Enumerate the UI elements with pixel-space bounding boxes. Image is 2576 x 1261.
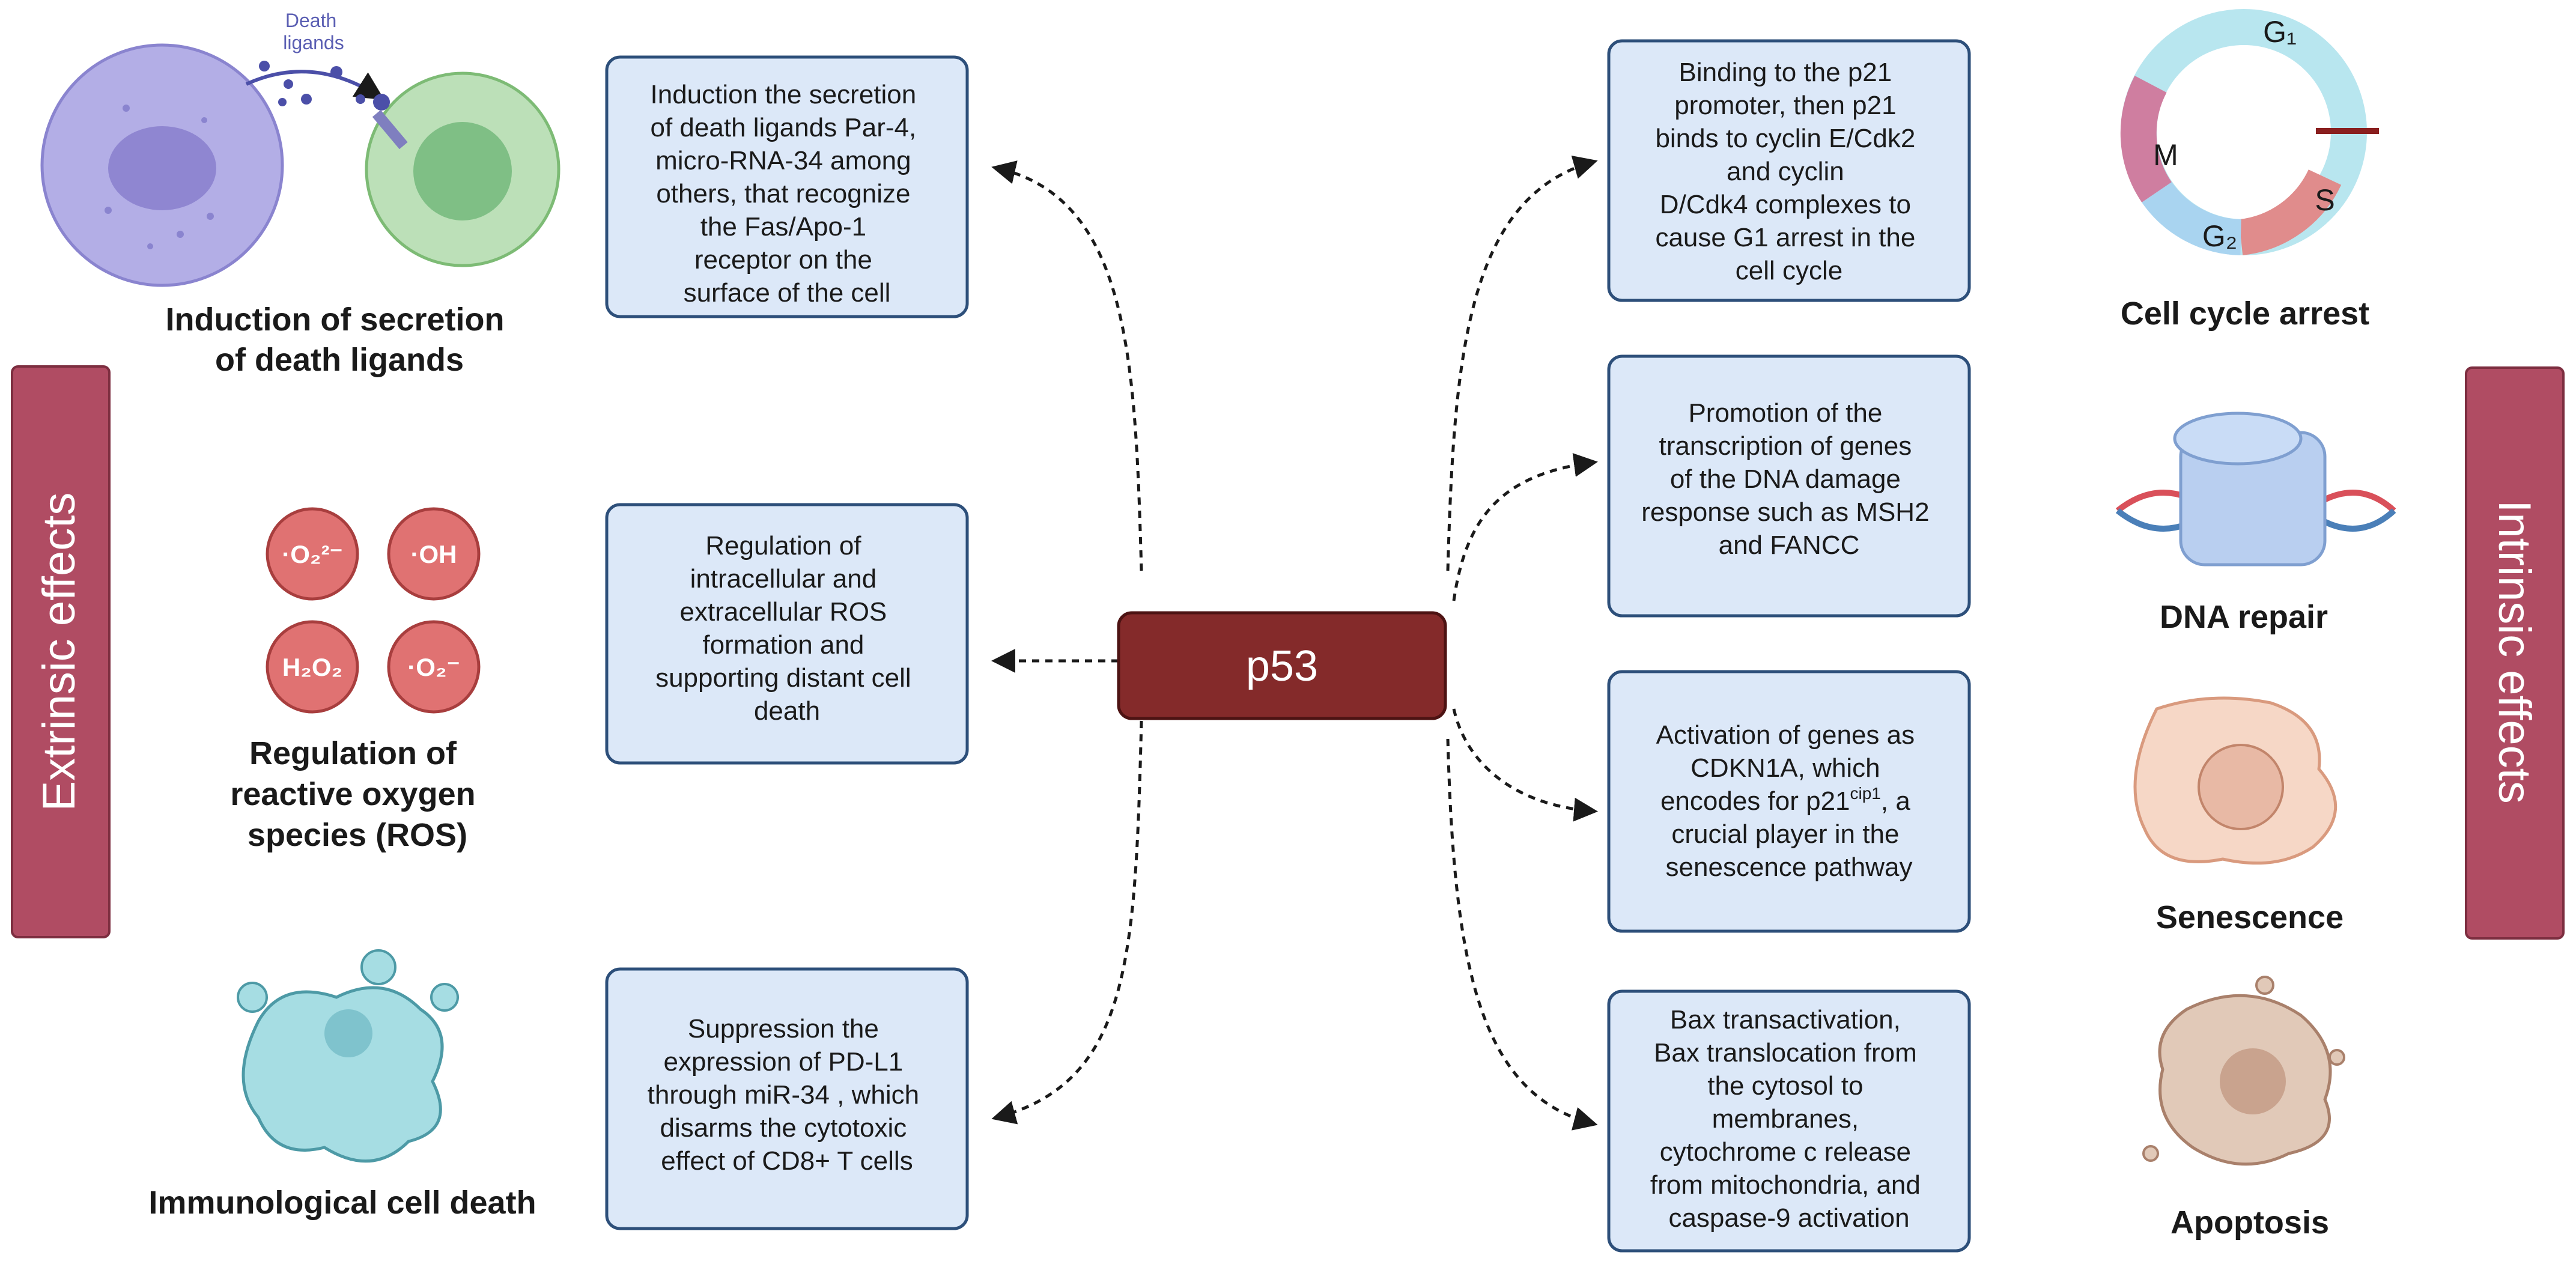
ros-box-text: Regulation of intracellular and extracel… — [655, 531, 919, 726]
immunological-box-text: Suppression the expression of PD-L1 thro… — [648, 1014, 927, 1176]
cell-cycle-box-text: Binding to the p21 promoter, then p21 bi… — [1655, 58, 1922, 285]
cell-cycle-box: Binding to the p21 promoter, then p21 bi… — [1607, 39, 1971, 302]
death-ligands-box: Induction the secretion of death ligands… — [605, 55, 969, 318]
ros-superoxide: ·O₂⁻ — [407, 653, 460, 681]
cell-cycle-caption: Cell cycle arrest — [2121, 296, 2369, 332]
death-ligands-caption: Induction of secretion of death ligands — [165, 302, 513, 378]
death-ligands-small-label: Death ligands — [283, 10, 344, 53]
extrinsic-effects-label: Extrinsic effects — [34, 493, 85, 812]
ros-box: Regulation of intracellular and extracel… — [605, 503, 969, 765]
phase-g1: G₁ — [2263, 15, 2297, 49]
apoptosis-box: Bax transactivation, Bax translocation f… — [1607, 989, 1971, 1253]
immunological-caption: Immunological cell death — [148, 1185, 536, 1221]
death-ligands-box-text: Induction the secretion of death ligands… — [651, 80, 924, 308]
arrow-to-dna-repair — [1452, 453, 1598, 601]
dna-repair-illustration — [2115, 412, 2396, 567]
senescence-caption: Senescence — [2156, 899, 2344, 935]
dna-repair-caption: DNA repair — [2160, 599, 2328, 635]
arrow-to-apoptosis — [1446, 738, 1598, 1131]
arrow-to-senescence — [1452, 708, 1598, 822]
intrinsic-effects-banner: Intrinsic effects — [2465, 366, 2565, 940]
senescence-box-text: Activation of genes as CDKN1A, which enc… — [1656, 720, 1922, 882]
immunological-cell-death-illustration — [237, 949, 459, 1163]
death-ligands-illustration: Death ligands — [40, 10, 560, 287]
ros-hydrogen-peroxide: H₂O₂ — [282, 653, 342, 681]
dna-repair-box: Promotion of the transcription of genes … — [1607, 354, 1971, 618]
arrow-to-death-ligands — [991, 160, 1143, 571]
p53-node: p53 — [1117, 611, 1447, 720]
ros-caption: Regulation of reactive oxygen species (R… — [230, 735, 484, 853]
apoptosis-box-text: Bax transactivation, Bax translocation f… — [1650, 1005, 1928, 1233]
cell-cycle-illustration: G₁ S G₂ M — [2120, 9, 2379, 255]
arrow-to-cell-cycle — [1446, 156, 1598, 571]
extrinsic-effects-banner: Extrinsic effects — [11, 365, 111, 938]
senescence-box: Activation of genes as CDKN1A, which enc… — [1607, 670, 1971, 933]
connector-arrows — [991, 156, 1598, 1131]
senescence-illustration — [2133, 696, 2338, 865]
phase-m: M — [2153, 138, 2178, 172]
arrow-to-immunological — [991, 720, 1143, 1125]
phase-g2: G₂ — [2202, 219, 2237, 253]
ros-superoxide-dianion: ·O₂²⁻ — [282, 540, 342, 568]
immunological-box: Suppression the expression of PD-L1 thro… — [605, 967, 969, 1230]
intrinsic-effects-label: Intrinsic effects — [2489, 500, 2540, 803]
apoptosis-illustration — [2142, 976, 2345, 1166]
ros-hydroxyl: ·OH — [411, 540, 457, 568]
dna-repair-box-text: Promotion of the transcription of genes … — [1641, 398, 1937, 560]
p53-label: p53 — [1246, 642, 1318, 690]
phase-s: S — [2315, 183, 2334, 217]
apoptosis-caption: Apoptosis — [2170, 1205, 2329, 1241]
ros-illustration: ·O₂²⁻ ·OH H₂O₂ ·O₂⁻ — [266, 507, 481, 714]
